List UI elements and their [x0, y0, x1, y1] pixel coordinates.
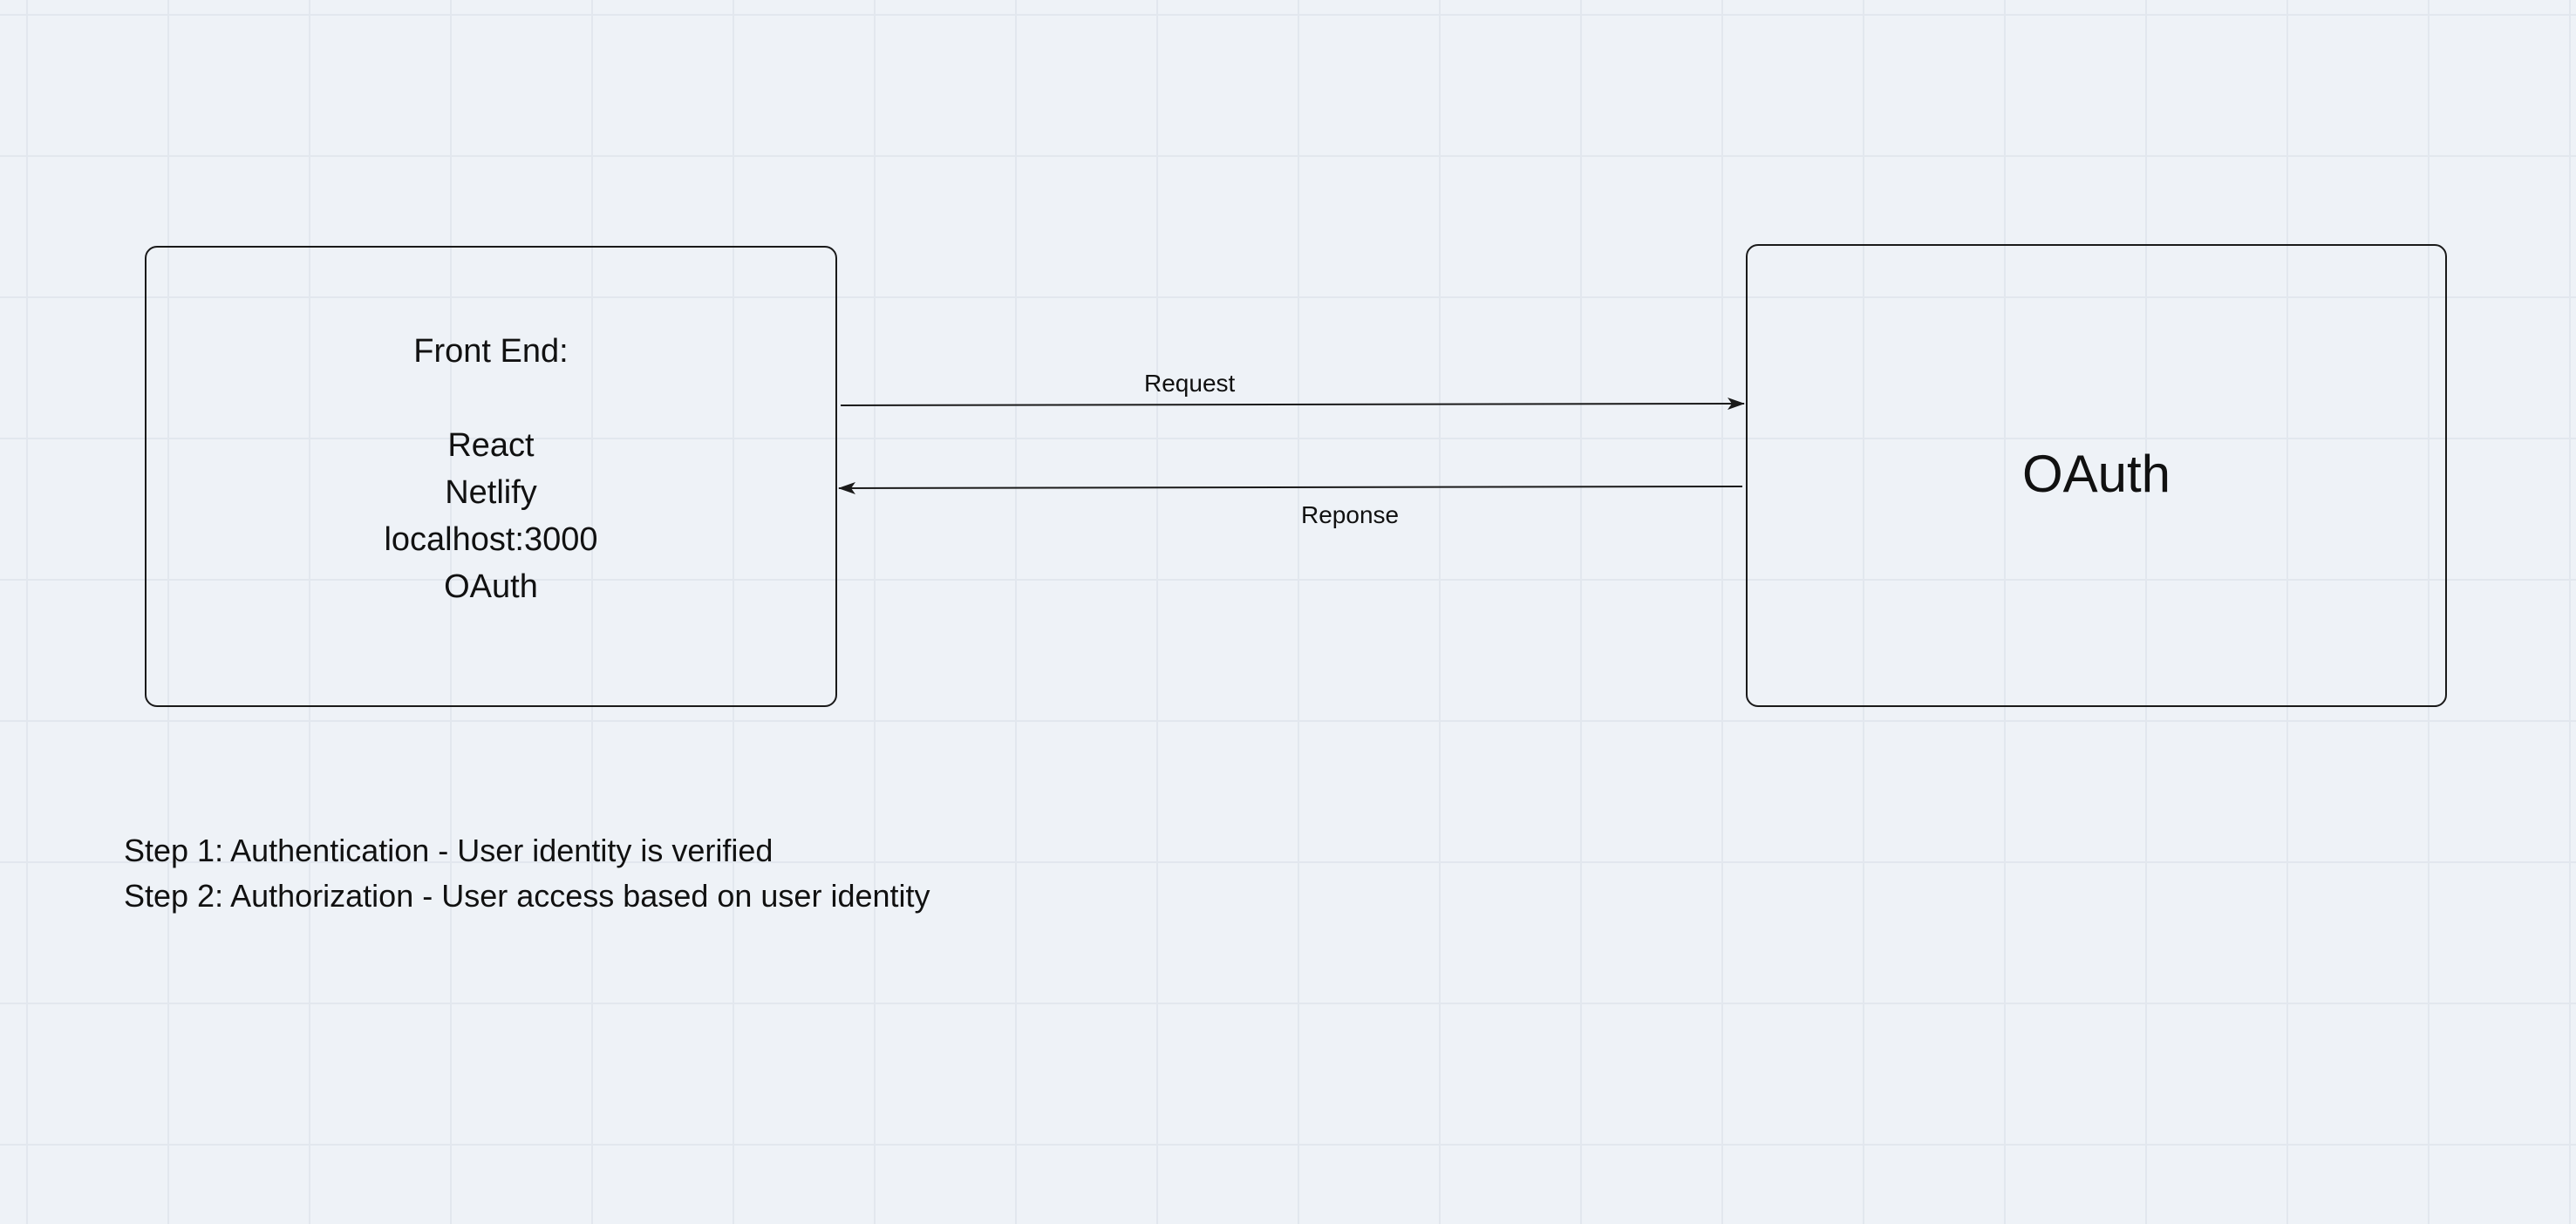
frontend-spacer: [384, 375, 597, 422]
frontend-node-text: Front End: React Netlify localhost:3000 …: [384, 328, 597, 610]
frontend-line-netlify: Netlify: [445, 473, 537, 511]
steps-notes: Step 1: Authentication - User identity i…: [124, 828, 930, 919]
frontend-node[interactable]: Front End: React Netlify localhost:3000 …: [145, 246, 837, 707]
frontend-line-react: React: [447, 426, 535, 464]
frontend-line-oauth: OAuth: [444, 568, 538, 605]
response-label: Reponse: [1301, 501, 1400, 528]
request-label: Request: [1144, 370, 1236, 397]
step-1-note: Step 1: Authentication - User identity i…: [124, 833, 773, 868]
response-arrow[interactable]: [838, 481, 1743, 494]
oauth-node-label: OAuth: [2021, 444, 2171, 503]
oauth-node[interactable]: OAuth: [1746, 244, 2447, 707]
request-arrow[interactable]: [840, 398, 1745, 411]
frontend-line-localhost: localhost:3000: [384, 520, 598, 558]
step-2-note: Step 2: Authorization - User access base…: [124, 878, 930, 914]
frontend-heading: Front End:: [413, 332, 569, 370]
